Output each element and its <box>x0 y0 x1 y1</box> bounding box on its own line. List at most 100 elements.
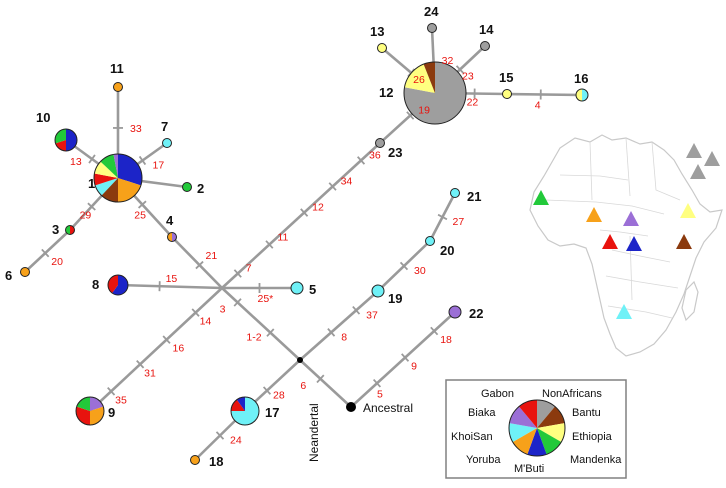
mutation-label-31: 31 <box>144 367 156 379</box>
node-9-pie-slice-gabon <box>76 406 90 425</box>
node-7-label: 7 <box>161 119 168 134</box>
node-12-pie-outline <box>403 61 467 125</box>
node-8-label: 8 <box>92 277 99 292</box>
node-7-pie-slice-khoisan <box>162 138 172 148</box>
node-4-label: 4 <box>166 213 174 228</box>
node-21-pie <box>450 188 460 198</box>
mutation-label-11: 11 <box>277 232 288 244</box>
mutation-label-18: 18 <box>440 334 452 346</box>
node-9-pie-outline <box>75 396 105 426</box>
mutation-tick-7 <box>233 269 242 278</box>
node-22-pie <box>448 305 462 319</box>
mutation-label-15: 15 <box>166 273 178 285</box>
node-10-label: 10 <box>36 110 50 125</box>
node-16-label: 16 <box>574 71 588 86</box>
mutation-label-25: 25 <box>134 210 146 222</box>
mutation-tick-8 <box>327 328 336 337</box>
mutation-label-14: 14 <box>200 316 212 328</box>
legend-label-gabon: Gabon <box>481 388 514 400</box>
mutation-tick-30 <box>399 261 409 271</box>
node-17-label: 17 <box>265 405 279 420</box>
node-19-pie <box>371 284 385 298</box>
mutation-tick-3 <box>233 298 242 307</box>
node-16-pie <box>575 88 589 102</box>
mutation-tick-27 <box>437 213 448 221</box>
mutation-label-24: 24 <box>230 435 242 447</box>
mutation-label-34: 34 <box>341 176 353 188</box>
node-15-label: 15 <box>499 70 513 85</box>
node-1-label: 1 <box>88 176 95 191</box>
legend-label-ethiopia: Ethiopia <box>572 431 613 443</box>
node-10-pie <box>54 128 78 152</box>
node-1-pie <box>93 153 143 203</box>
mutation-label-16: 16 <box>173 343 185 355</box>
node-12-pie-slice-bantu <box>423 62 435 93</box>
map-marker-yoruba <box>586 207 602 222</box>
map-marker-ethiopia <box>680 203 696 218</box>
mutation-label-36: 36 <box>369 149 381 161</box>
node-1-pie-slice-mbuti <box>118 154 142 186</box>
mutation-label-13: 13 <box>70 156 82 168</box>
node-2-pie-slice-mandenka <box>182 182 192 192</box>
node-3-pie <box>65 225 75 235</box>
edge-j-m <box>221 287 301 361</box>
mutation-tick-20 <box>41 248 50 258</box>
node-3-pie-outline <box>65 225 75 235</box>
node-20-pie-slice-khoisan <box>425 236 435 246</box>
mutation-label-22: 22 <box>467 97 479 109</box>
madagascar <box>681 280 699 322</box>
mutation-label-30: 30 <box>414 265 426 277</box>
node-17-pie-outline <box>230 396 260 426</box>
node-12-pie-slice-ethiopia <box>404 64 435 93</box>
map-marker-khoisan <box>616 304 632 319</box>
map-marker-bantu <box>676 234 692 249</box>
node-6-pie-slice-yoruba <box>20 267 30 277</box>
node-4-pie-slice-biaka <box>172 232 177 242</box>
map-marker-gabon <box>602 234 618 249</box>
mutation-label-33: 33 <box>130 123 142 135</box>
node-13-label: 13 <box>370 24 384 39</box>
node-24-pie <box>427 23 437 33</box>
edge-15-16 <box>506 92 583 97</box>
node-11-pie-slice-yoruba <box>113 82 123 92</box>
map-markers <box>533 143 720 319</box>
node-20-label: 20 <box>440 243 454 258</box>
mutation-tick-25 <box>138 200 147 209</box>
map-marker-biaka <box>623 211 639 226</box>
edge-j-9 <box>89 287 223 412</box>
africa-map <box>529 134 723 357</box>
mutation-label-35: 35 <box>115 394 127 406</box>
ancestral-label: Ancestral <box>363 401 413 415</box>
node-2-label: 2 <box>197 181 204 196</box>
node-8-pie-outline <box>107 274 129 296</box>
node-17-pie <box>230 396 260 426</box>
mutation-label-6: 6 <box>300 380 306 392</box>
africa-outline <box>529 134 723 357</box>
map-marker-nonafricans <box>686 143 702 158</box>
node-22-label: 22 <box>469 306 483 321</box>
mutation-tick-16 <box>162 335 171 344</box>
node-15-pie-slice-ethiopia <box>502 89 512 99</box>
legend-pie-chart-slice-gabon <box>519 400 537 428</box>
mutation-tick-37 <box>352 305 361 315</box>
mutation-label-3: 3 <box>220 303 226 315</box>
node-1-pie-slice-ethiopia <box>94 161 118 178</box>
legend-label-nonafricans: NonAfricans <box>542 388 602 400</box>
node-10-pie-slice-mandenka <box>55 129 66 144</box>
node-1-pie-slice-khoisan <box>95 178 118 196</box>
mutation-label-23: 23 <box>462 71 474 83</box>
legend-pie-chart-slice-mbuti <box>527 428 547 457</box>
mutation-tick-28 <box>262 386 272 395</box>
node-6-pie <box>20 267 30 277</box>
mutation-label-5: 5 <box>377 388 383 400</box>
ancestral-node <box>346 402 356 412</box>
map-marker-nonafricans <box>704 151 720 166</box>
node-1-pie-slice-biaka <box>113 154 118 178</box>
network-nodes <box>20 23 589 465</box>
node-9-pie <box>75 396 105 426</box>
node-13-pie <box>377 43 387 53</box>
legend: Gabon NonAfricans Biaka Bantu KhoiSan Et… <box>445 379 627 479</box>
node-22-pie-slice-biaka <box>448 305 462 319</box>
node-23-label: 23 <box>388 145 402 160</box>
